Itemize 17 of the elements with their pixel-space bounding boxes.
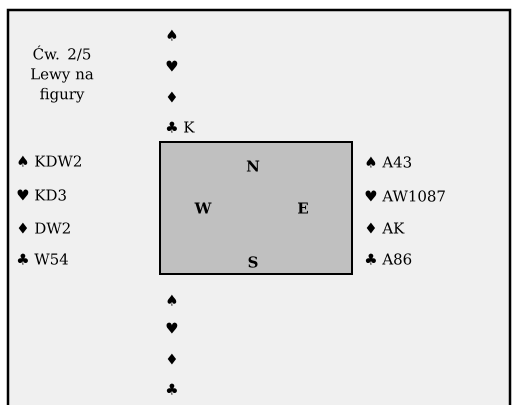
hand-line: ♣ A86 — [366, 253, 412, 265]
hand-line: ♥ AW1087 — [366, 190, 445, 202]
suit-line: ♠ — [168, 30, 176, 40]
suit-line: ♦ — [168, 354, 176, 364]
suit-line: ♥ — [166, 322, 178, 334]
hand-line: ♠ A43 — [366, 156, 412, 168]
hand-line: ♦ DW2 — [18, 222, 70, 234]
suit-line: ♣ — [166, 384, 177, 394]
hand-line: ♥ KD3 — [18, 189, 66, 201]
bridge-table: N W E S — [159, 141, 353, 275]
hand-line: ♣ W54 — [18, 253, 68, 265]
suit-line: ♦ — [168, 92, 176, 102]
exercise-title: Ćw. 2/5 Lewy na figury — [31, 46, 94, 102]
suit-line: ♥ — [166, 60, 178, 72]
suit-line: ♠ — [168, 294, 176, 306]
hand-line: ♠ KDW2 — [18, 155, 81, 167]
hand-line: ♦ AK — [366, 222, 404, 234]
